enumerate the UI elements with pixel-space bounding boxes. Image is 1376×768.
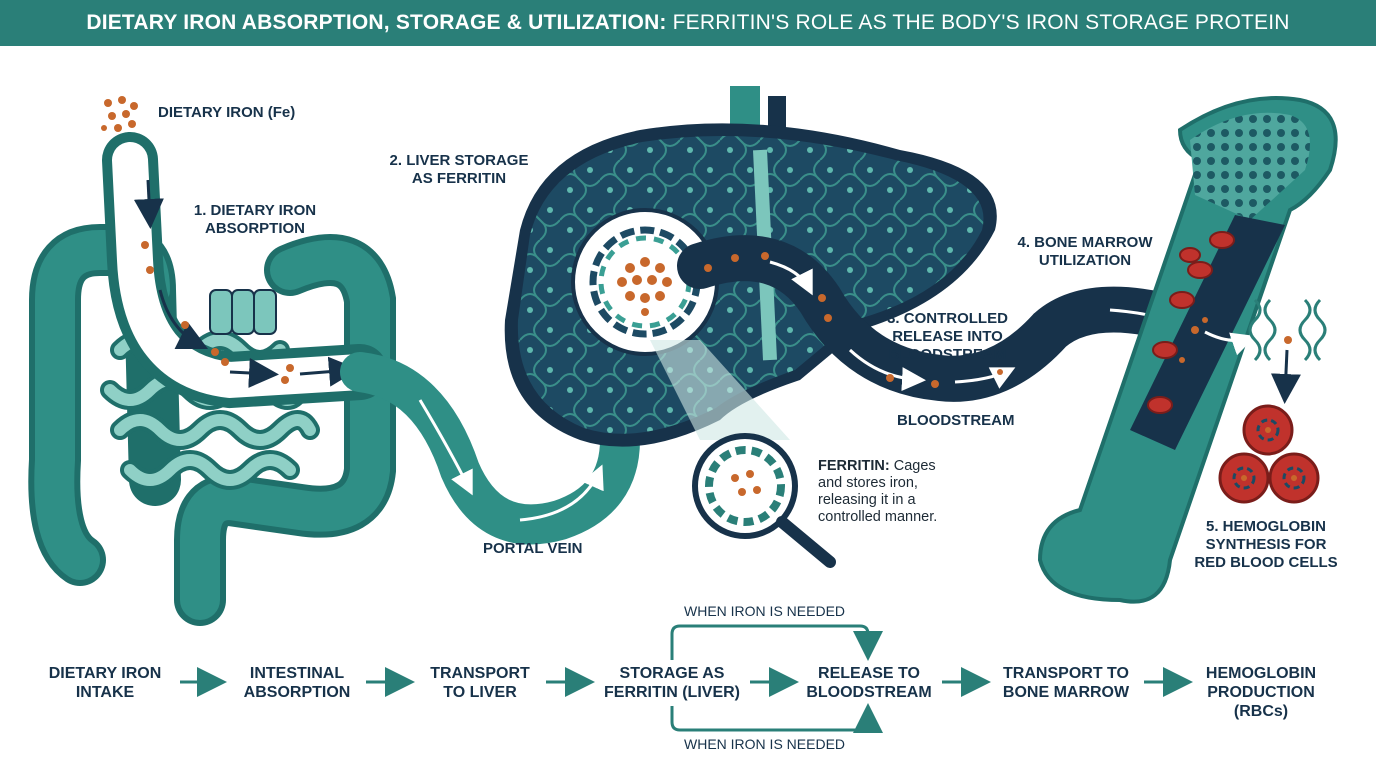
flow-step-hemoglobin: HEMOGLOBIN PRODUCTION (RBCs) bbox=[1186, 664, 1336, 721]
when-needed-bottom: WHEN IRON IS NEEDED bbox=[684, 736, 846, 752]
flow-step-line: PRODUCTION bbox=[1207, 684, 1315, 701]
step2-line2: AS FERRITIN bbox=[411, 170, 507, 187]
flow-step-absorption: INTESTINAL ABSORPTION bbox=[222, 664, 372, 702]
flow-step-line: HEMOGLOBIN bbox=[1205, 665, 1317, 682]
title-light: FERRITIN'S ROLE AS THE BODY'S IRON STORA… bbox=[672, 11, 1290, 34]
step3-line1: 3. CONTROLLED bbox=[887, 310, 1008, 327]
magnifier-icon bbox=[650, 340, 836, 568]
step5-line3: RED BLOOD CELLS bbox=[1194, 554, 1338, 571]
ferritin-note-line4: controlled manner. bbox=[818, 509, 938, 525]
red-blood-cell-icon bbox=[1218, 404, 1320, 504]
flow-step-line: DIETARY IRON bbox=[48, 665, 162, 682]
flow-step-line: TRANSPORT bbox=[430, 665, 530, 682]
page-title: DIETARY IRON ABSORPTION, STORAGE & UTILI… bbox=[0, 0, 1376, 46]
dna-icon bbox=[1248, 298, 1327, 362]
flow-step-release: RELEASE TO BLOODSTREAM bbox=[794, 664, 944, 702]
step3-line2: RELEASE INTO bbox=[892, 328, 1003, 345]
bone-icon bbox=[1037, 96, 1338, 604]
flow-step-line: INTAKE bbox=[75, 684, 135, 701]
ferritin-term: FERRITIN: bbox=[818, 458, 890, 474]
flow-step-transport-liver: TRANSPORT TO LIVER bbox=[410, 664, 550, 702]
step3-label: 3. CONTROLLED RELEASE INTO BLOODSTREAM bbox=[880, 310, 1015, 364]
ferritin-note: FERRITIN: Cages and stores iron, releasi… bbox=[818, 458, 968, 526]
step5-label: 5. HEMOGLOBIN SYNTHESIS FOR RED BLOOD CE… bbox=[1186, 518, 1346, 572]
flow-step-intake: DIETARY IRON INTAKE bbox=[30, 664, 180, 702]
duodenum bbox=[102, 132, 388, 409]
step1-line2: ABSORPTION bbox=[204, 220, 305, 237]
flow-step-line: BONE MARROW bbox=[1002, 684, 1130, 701]
flow-step-line: ABSORPTION bbox=[243, 684, 351, 701]
step2-line1: 2. LIVER STORAGE bbox=[389, 152, 529, 169]
ferritin-note-line2: and stores iron, bbox=[818, 475, 918, 491]
flow-step-line: TRANSPORT TO bbox=[1003, 665, 1129, 682]
illustration bbox=[28, 86, 1338, 733]
step4-line2: UTILIZATION bbox=[1038, 252, 1132, 269]
flow-step-line: FERRITIN (LIVER) bbox=[604, 684, 740, 701]
step2-label: 2. LIVER STORAGE AS FERRITIN bbox=[384, 152, 534, 188]
flow-step-storage: STORAGE AS FERRITIN (LIVER) bbox=[592, 664, 752, 702]
portal-vein bbox=[340, 352, 640, 545]
step5-line2: SYNTHESIS FOR bbox=[1205, 536, 1327, 553]
when-needed-top: WHEN IRON IS NEEDED bbox=[684, 603, 846, 619]
flow-step-line: INTESTINAL bbox=[249, 665, 345, 682]
ferritin-note-line3: releasing it in a bbox=[818, 492, 916, 508]
step4-label: 4. BONE MARROW UTILIZATION bbox=[1005, 234, 1165, 270]
step4-line1: 4. BONE MARROW bbox=[1017, 234, 1153, 251]
step3-line3: BLOODSTREAM bbox=[888, 346, 1007, 363]
flow-step-line: STORAGE AS bbox=[619, 665, 725, 682]
flow-step-line: BLOODSTREAM bbox=[806, 684, 932, 701]
portal-vein-label: PORTAL VEIN bbox=[483, 540, 583, 557]
step5-line1: 5. HEMOGLOBIN bbox=[1205, 518, 1326, 535]
dietary-iron-label: DIETARY IRON (Fe) bbox=[158, 104, 296, 121]
ferritin-note-line1: Cages bbox=[893, 458, 936, 474]
flow-step-line: TO LIVER bbox=[443, 684, 517, 701]
step1-label: 1. DIETARY IRON ABSORPTION bbox=[180, 202, 330, 238]
flow-step-line: RELEASE TO bbox=[818, 665, 920, 682]
bloodstream-label: BLOODSTREAM bbox=[897, 412, 1015, 429]
title-bold: DIETARY IRON ABSORPTION, STORAGE & UTILI… bbox=[86, 11, 667, 34]
flow-step-line: (RBCs) bbox=[1233, 703, 1289, 720]
flow-step-transport-marrow: TRANSPORT TO BONE MARROW bbox=[988, 664, 1144, 702]
step1-line1: 1. DIETARY IRON bbox=[193, 202, 317, 219]
